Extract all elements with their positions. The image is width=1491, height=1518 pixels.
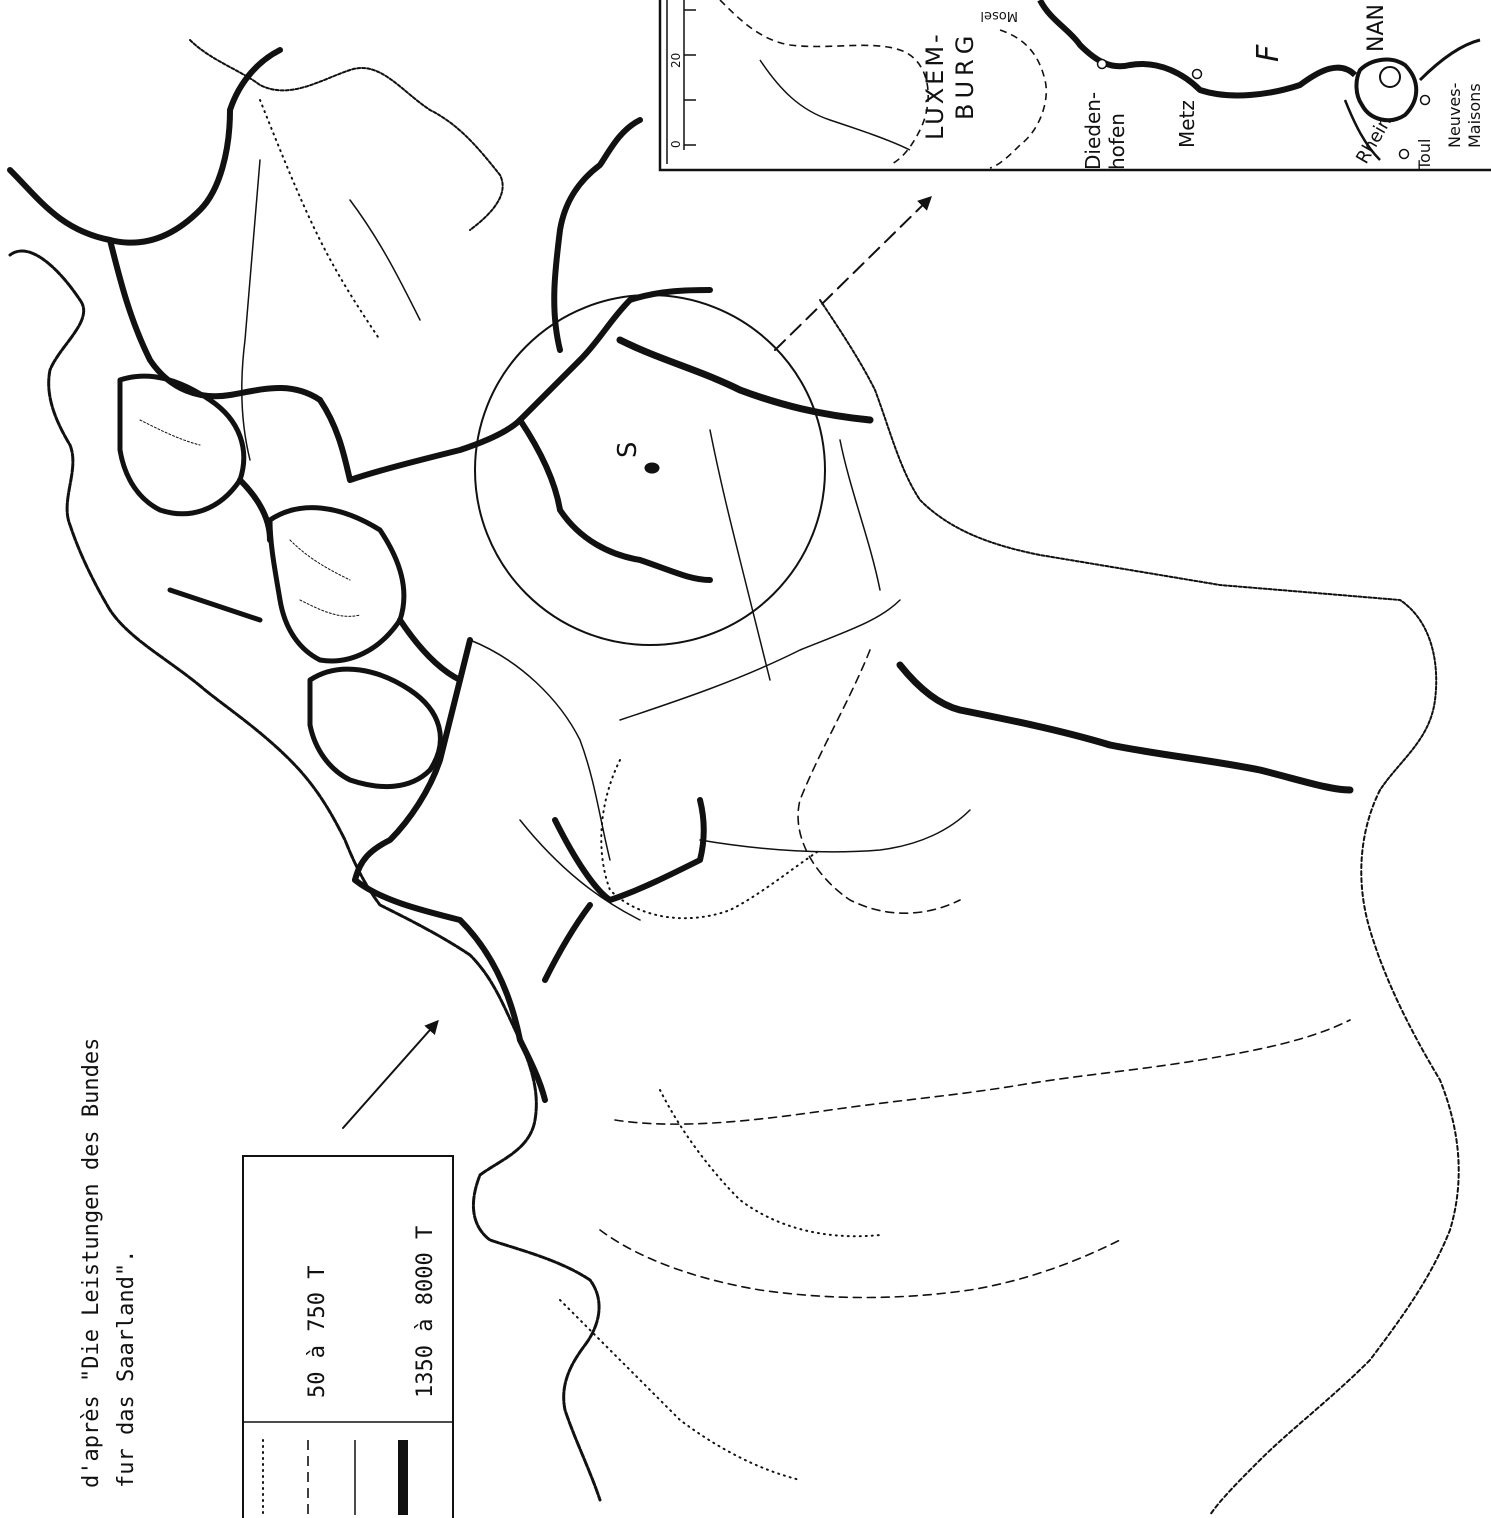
cluster-outline <box>267 505 407 664</box>
inset-rhein-line <box>1343 99 1381 161</box>
inset-label-diedenhofen-2: hofen <box>1105 113 1129 170</box>
route-thick-1 <box>7 47 283 246</box>
route-thin-2 <box>619 599 901 721</box>
inset-label-neuves-1: Neuves- <box>1445 83 1464 148</box>
boundary-dashed-2 <box>797 649 961 914</box>
legend-pointer-arrow <box>342 1019 439 1129</box>
route-thick-3 <box>317 397 523 483</box>
saar-city-marker <box>644 462 660 474</box>
inset-map: 0 20 LUXEM- BURG Mosel Dieden- hofen Met… <box>658 0 1491 172</box>
inset-label-france: F R <box>1251 0 1286 62</box>
inset-label-nancy: NAN <box>1364 4 1389 52</box>
route-thick-7 <box>551 117 643 353</box>
route-thick-2 <box>107 237 323 403</box>
route-thick-6 <box>616 336 874 424</box>
route-thick-5 <box>517 417 713 583</box>
inset-nancy-loop <box>1354 57 1419 123</box>
boundary-dashed-3 <box>599 1229 1121 1299</box>
cluster-link-1 <box>237 477 273 543</box>
main-map: S <box>7 39 1460 1516</box>
boundary-dotted-4 <box>259 99 381 341</box>
route-thin-3 <box>699 809 971 853</box>
boundary-dotted-1 <box>600 759 821 920</box>
coastline <box>8 249 602 1502</box>
route-thin-6 <box>240 159 261 461</box>
cluster-ring-2 <box>307 666 443 790</box>
inset-scale-0: 0 <box>669 140 683 148</box>
legend-label-thick: 1350 à 8000 T <box>413 1226 438 1398</box>
route-thin-8 <box>709 429 771 681</box>
inset-east-line <box>1418 38 1481 82</box>
route-thin-1 <box>469 639 611 861</box>
coastline-north <box>189 39 504 231</box>
inset-nancy-dot <box>1379 66 1401 88</box>
inset-scale-bar: 0 20 <box>669 0 696 150</box>
boundary-dashed-1 <box>614 1019 1351 1125</box>
source-note-line-1: d'après "Die Leistungen des Bundes <box>79 1038 104 1488</box>
inset-border-dashed-1 <box>719 0 929 166</box>
route-thick-11 <box>552 797 707 903</box>
route-thick-4 <box>517 287 713 423</box>
inset-border-thin <box>759 59 911 151</box>
legend-label-thin: 50 à 750 T <box>305 1266 330 1398</box>
inset-label-neuves-2: Maisons <box>1465 83 1484 148</box>
inset-toul-dot <box>1398 148 1410 160</box>
legend: 50 à 750 T 1350 à 8000 T <box>242 1155 454 1518</box>
cluster-link-2 <box>397 617 463 683</box>
source-note: d'après "Die Leistungen des Bundes fur d… <box>79 1038 139 1488</box>
route-thick-8 <box>896 661 1354 794</box>
route-thin-7 <box>349 199 421 321</box>
inset-border-thick <box>1037 0 1358 99</box>
inset-pointer-arrow <box>774 196 932 351</box>
source-note-line-2: fur das Saarland". <box>114 1250 139 1488</box>
inset-diedenhofen-dot <box>1096 58 1108 70</box>
inset-frame <box>658 0 1491 172</box>
route-thin-5 <box>839 439 881 591</box>
saar-highlight-circle <box>474 294 826 646</box>
saar-circle-label: S <box>613 441 643 458</box>
inset-label-toul: Toul <box>1415 139 1434 171</box>
boundary-dotted-3 <box>559 1299 801 1481</box>
inset-metz-dot <box>1191 68 1203 80</box>
inset-label-mosel: Mosel <box>980 8 1018 23</box>
inset-border-dashed-2 <box>989 29 1047 169</box>
cluster-link-3 <box>167 587 263 623</box>
inset-label-luxemburg-2: BURG <box>951 31 979 120</box>
boundary-dotted-2 <box>659 1089 881 1238</box>
coastline-south <box>1209 789 1460 1516</box>
cluster-detail <box>139 419 361 617</box>
route-thick-12 <box>542 902 593 983</box>
inset-scale-20: 20 <box>669 53 683 68</box>
inset-neuves-dot <box>1419 94 1431 106</box>
route-thin-4 <box>519 819 641 921</box>
coastline-east <box>819 299 1438 791</box>
legend-frame <box>242 1155 454 1518</box>
inset-label-metz: Metz <box>1175 100 1199 148</box>
inset-label-luxemburg-1: LUXEM- <box>921 31 949 140</box>
route-thick-10 <box>352 877 548 1103</box>
route-thick-9 <box>352 637 473 883</box>
inset-label-diedenhofen-1: Dieden- <box>1081 92 1105 170</box>
